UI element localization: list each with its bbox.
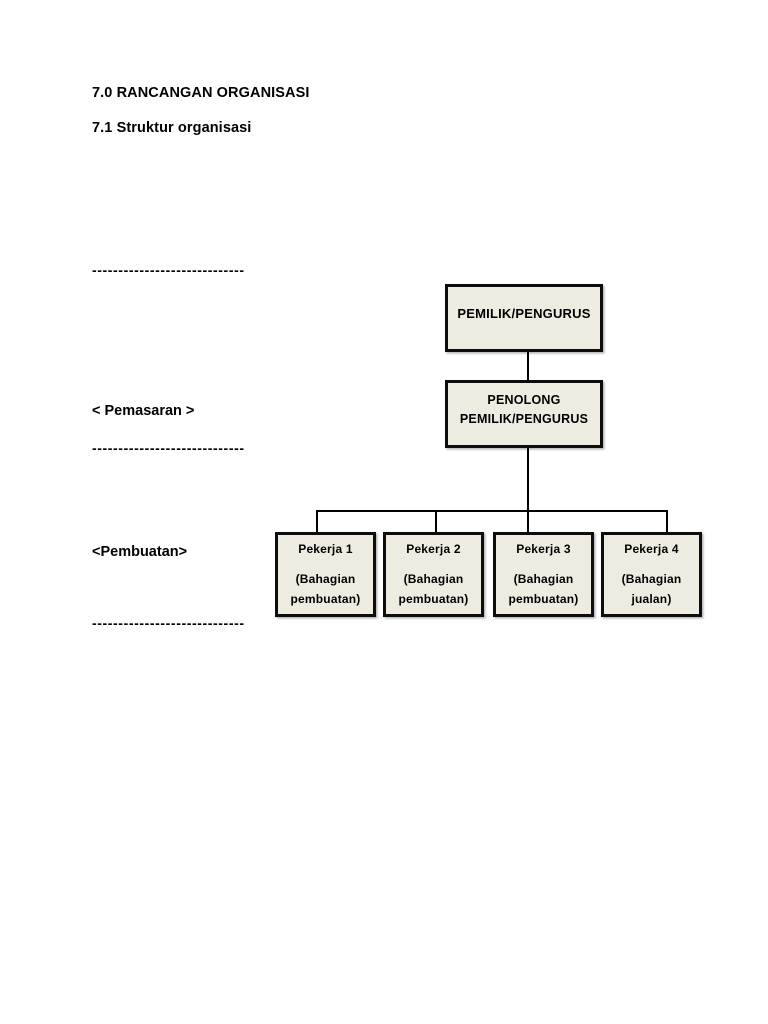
label-pembuatan: <Pembuatan>	[92, 544, 188, 560]
worker-dept-line2: pembuatan)	[398, 591, 469, 606]
worker-title: Pekerja 3	[516, 542, 571, 556]
worker-title: Pekerja 2	[406, 542, 461, 556]
connector-drop-worker-4	[666, 510, 668, 533]
worker-dept-line1: (Bahagian	[403, 572, 464, 586]
org-box-root-label: PEMILIK/PENGURUS	[457, 305, 591, 321]
connector-drop-worker-1	[316, 510, 318, 533]
worker-department: (Bahagian pembuatan)	[386, 570, 481, 609]
connector-drop-worker-2	[435, 510, 437, 533]
worker-dept-line2: jualan)	[631, 591, 672, 606]
label-pemasaran: < Pemasaran >	[92, 403, 195, 419]
worker-title: Pekerja 1	[298, 542, 353, 556]
org-box-pekerja-2: Pekerja 2 (Bahagian pembuatan)	[383, 532, 484, 617]
dashed-divider-bottom: -----------------------------	[92, 615, 245, 631]
subsection-heading: 7.1 Struktur organisasi	[92, 120, 252, 136]
section-heading: 7.0 RANCANGAN ORGANISASI	[92, 85, 310, 101]
org-box-assistant-label-line2: PEMILIK/PENGURUS	[459, 412, 589, 426]
worker-department: (Bahagian pembuatan)	[496, 570, 591, 609]
worker-dept-line2: pembuatan)	[290, 591, 361, 606]
worker-dept-line2: pembuatan)	[508, 591, 579, 606]
worker-department: (Bahagian jualan)	[604, 570, 699, 609]
org-box-pekerja-4: Pekerja 4 (Bahagian jualan)	[601, 532, 702, 617]
worker-dept-line1: (Bahagian	[513, 572, 574, 586]
org-box-pemilik-pengurus: PEMILIK/PENGURUS	[445, 284, 603, 352]
worker-department: (Bahagian pembuatan)	[278, 570, 373, 609]
worker-dept-line1: (Bahagian	[295, 572, 356, 586]
connector-horizontal-bus	[316, 510, 668, 512]
connector-root-to-assistant	[527, 351, 529, 381]
dashed-divider-middle: -----------------------------	[92, 440, 245, 456]
dashed-divider-top: -----------------------------	[92, 262, 245, 278]
org-box-pekerja-3: Pekerja 3 (Bahagian pembuatan)	[493, 532, 594, 617]
org-box-assistant-label-line1: PENOLONG	[487, 392, 561, 407]
org-box-penolong-pemilik-pengurus: PENOLONG PEMILIK/PENGURUS	[445, 380, 603, 448]
worker-dept-line1: (Bahagian	[621, 572, 682, 586]
org-box-pekerja-1: Pekerja 1 (Bahagian pembuatan)	[275, 532, 376, 617]
connector-assistant-to-bus	[527, 447, 529, 533]
worker-title: Pekerja 4	[624, 542, 679, 556]
